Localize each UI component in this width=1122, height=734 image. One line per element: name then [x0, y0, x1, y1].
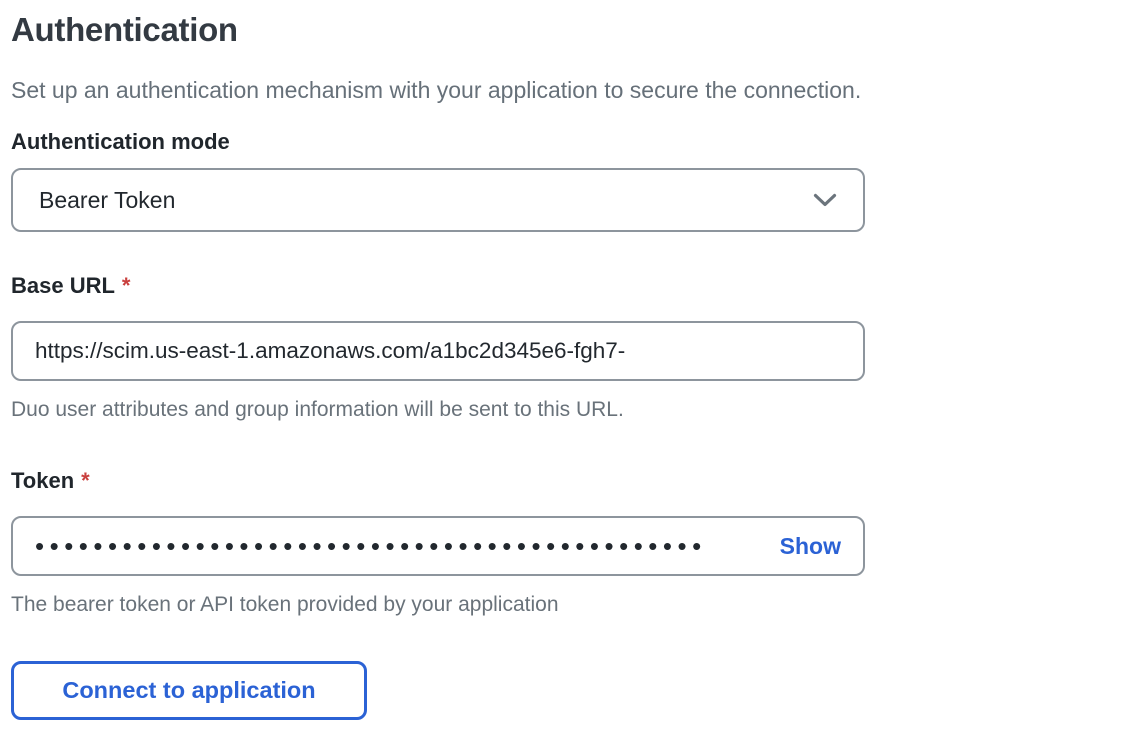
- token-label-text: Token: [11, 468, 75, 493]
- token-help-text: The bearer token or API token provided b…: [11, 593, 559, 616]
- page-title: Authentication: [11, 11, 238, 48]
- section-description: Set up an authentication mechanism with …: [11, 77, 862, 103]
- chevron-down-icon: [813, 193, 837, 208]
- authentication-mode-select[interactable]: Bearer Token: [11, 168, 865, 232]
- base-url-label: Base URL*: [11, 272, 1110, 299]
- authentication-mode-selected-value: Bearer Token: [39, 186, 176, 213]
- token-label: Token*: [11, 467, 1110, 494]
- show-token-button[interactable]: Show: [779, 532, 841, 559]
- token-masked-value: ••••••••••••••••••••••••••••••••••••••••…: [35, 531, 707, 561]
- required-asterisk: *: [121, 273, 131, 298]
- base-url-label-text: Base URL: [11, 273, 115, 298]
- token-input[interactable]: ••••••••••••••••••••••••••••••••••••••••…: [11, 516, 865, 576]
- base-url-input[interactable]: [11, 321, 865, 381]
- required-asterisk: *: [81, 468, 90, 493]
- connect-to-application-button[interactable]: Connect to application: [11, 661, 367, 720]
- base-url-help-text: Duo user attributes and group informatio…: [11, 398, 624, 421]
- authentication-mode-label: Authentication mode: [11, 129, 230, 154]
